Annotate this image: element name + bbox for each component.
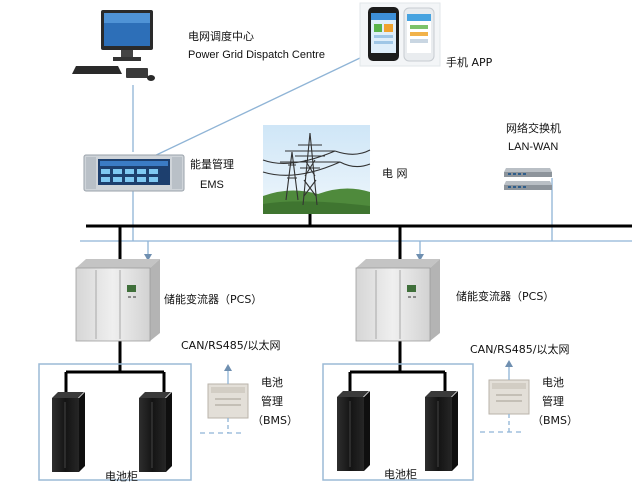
arrow-up-bms-right-icon [505,360,513,367]
arrow-up-bms-left-icon [224,364,232,371]
comm-bus-left-label: CAN/RS485/以太网 [181,339,281,352]
dispatch-centre-label-en: Power Grid Dispatch Centre [188,49,325,61]
dispatch-centre-label-cn: 电网调度中心 [188,30,254,43]
bms-right-label-2: 管理 [542,395,564,408]
bms-left-label-3: （BMS） [252,414,299,427]
switch-label-en: LAN-WAN [508,141,559,153]
switch-label-cn: 网络交换机 [506,122,561,135]
battery-cabinet-icon [52,392,85,472]
battery-cabinet-icon [139,392,172,472]
bms-left-label-1: 电池 [261,376,283,389]
battery-cabinets-right [337,391,458,471]
pcs-left-label: 储能变流器（PCS） [164,293,263,306]
arrow-down-pcs-left-icon [144,254,152,261]
power-bus [64,214,632,394]
battery-group-left-frame [38,363,192,481]
battery-cabinet-right-label: 电池柜 [384,468,417,481]
bms-right-label-3: （BMS） [532,414,579,427]
bms-unit-right-icon [488,379,530,415]
arrow-down-pcs-right-icon [416,254,424,261]
grid-label: 电 网 [382,167,408,180]
battery-cabinet-icon [337,391,370,471]
smartphone-app-icon [359,2,441,67]
bms-unit-left-icon [207,383,249,419]
app-label: 手机 APP [446,56,493,69]
ems-device-icon [83,154,185,192]
network-switch-icon [504,168,552,190]
ems-label-cn: 能量管理 [190,158,234,171]
app-to-ems-line [149,57,361,159]
ems-label-en: EMS [200,179,224,191]
bms-left-label-2: 管理 [261,395,283,408]
comm-bus-right-label: CAN/RS485/以太网 [470,343,570,356]
battery-cabinet-icon [425,391,458,471]
comm-arrows [144,254,424,261]
power-grid-tower-icon [262,125,371,214]
battery-cabinets-left [52,392,172,472]
pcs-cabinet-right-icon [355,259,440,342]
pcs-cabinet-left-icon [75,259,160,342]
battery-cabinet-left-label: 电池柜 [105,470,138,483]
bms-arrowheads [224,360,513,371]
pcs-right-label: 储能变流器（PCS） [456,290,555,303]
battery-group-right-frame [322,363,474,481]
bms-right-label-1: 电池 [542,376,564,389]
dispatch-computer-icon [72,10,155,81]
